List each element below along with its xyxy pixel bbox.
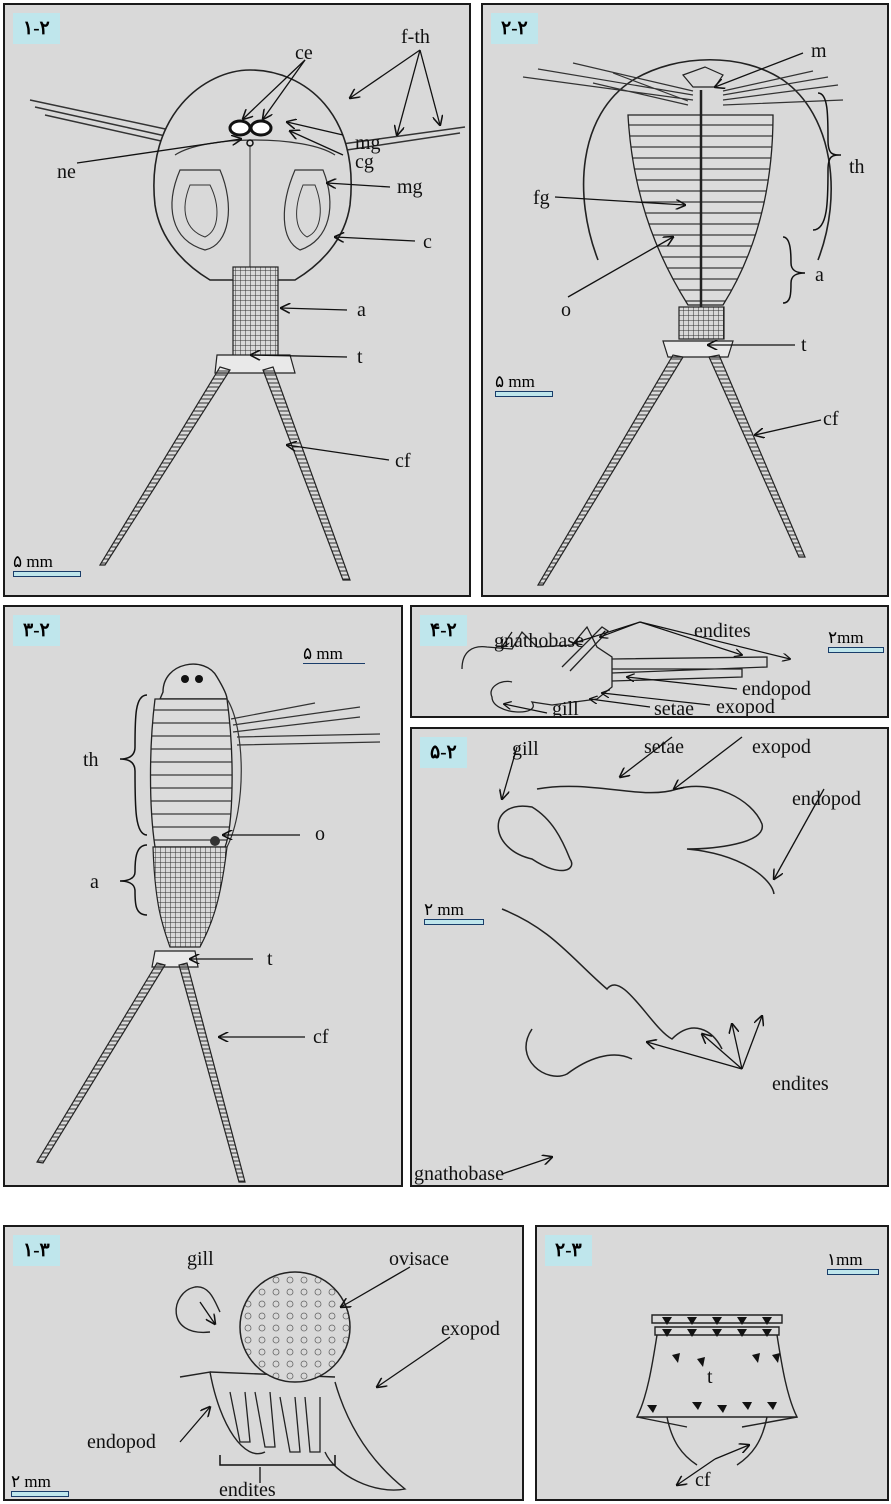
scale-bar: ۲ mm (11, 1473, 69, 1497)
label-fg: fg (533, 188, 550, 208)
label-c: c (423, 232, 432, 252)
scale-bar-line (495, 391, 553, 397)
label-exopod: exopod (716, 697, 775, 717)
label-ce: ce (295, 43, 313, 63)
label-endopod: endopod (87, 1432, 156, 1452)
scale-bar-line (11, 1491, 69, 1497)
scale-bar-label: ۵ mm (495, 373, 553, 390)
label-a: a (357, 300, 366, 320)
label-cf: cf (695, 1470, 711, 1490)
label-a: a (90, 872, 99, 892)
thoracopod-drawing (412, 607, 889, 718)
scale-bar-line (424, 919, 484, 925)
figure-panel-5-2: ۵-۲ gill setae exopod endopod endites gn… (410, 727, 889, 1187)
figure-panel-1-2: ۱-۲ (3, 3, 471, 597)
label-t: t (267, 949, 273, 969)
label-endites: endites (219, 1480, 276, 1500)
scale-bar-label: ۲ mm (11, 1473, 69, 1490)
label-exopod: exopod (752, 737, 811, 757)
label-mg-upper: mg (355, 133, 381, 153)
label-o: o (561, 300, 571, 320)
figure-panel-2-3: ۲-۳ t cf ۱mm (535, 1225, 889, 1501)
scale-bar-label: ۵ mm (13, 553, 81, 570)
scale-bar: ۵ mm (303, 645, 365, 664)
label-setae: setae (644, 737, 684, 757)
label-t: t (801, 335, 807, 355)
figure-panel-1-3: ۱-۳ gill ovisace exopod endopod (3, 1225, 524, 1501)
label-ovisace: ovisace (389, 1249, 449, 1269)
label-m: m (811, 41, 827, 61)
label-f-th: f-th (401, 27, 430, 47)
figure-panel-3-2: ۳-۲ (3, 605, 403, 1187)
label-endites: endites (694, 621, 751, 641)
label-a: a (815, 265, 824, 285)
scale-bar-label: ۵ mm (303, 645, 365, 662)
scale-bar-line (13, 571, 81, 577)
label-th: th (83, 750, 99, 770)
scale-bar: ۲ mm (424, 901, 484, 925)
label-th: th (849, 157, 865, 177)
label-mg-lower: mg (397, 177, 423, 197)
scale-bar-line (303, 663, 365, 664)
scale-bar-line (827, 1269, 879, 1275)
label-cf: cf (823, 409, 839, 429)
label-gill: gill (512, 739, 539, 759)
label-endites: endites (772, 1074, 829, 1094)
label-ne: ne (57, 162, 76, 182)
scale-bar: ۵ mm (13, 553, 81, 577)
label-exopod: exopod (441, 1319, 500, 1339)
label-t: t (357, 347, 363, 367)
label-cf: cf (313, 1027, 329, 1047)
label-gnathobase: gnathobase (414, 1164, 504, 1184)
scale-bar-line (828, 647, 884, 653)
label-o: o (315, 824, 325, 844)
scale-bar-label: ۲mm (828, 629, 884, 646)
scale-bar-label: ۱mm (827, 1251, 879, 1268)
figure-panel-2-2: ۲-۲ (481, 3, 889, 597)
scale-bar: ۱mm (827, 1251, 879, 1275)
scale-bar: ۲mm (828, 629, 884, 653)
scale-bar: ۵ mm (495, 373, 553, 397)
label-endopod: endopod (792, 789, 861, 809)
label-cg: cg (355, 152, 374, 172)
label-gnathobase: gnathobase (494, 631, 584, 651)
dorsal-view-drawing (5, 5, 471, 597)
scale-bar-label: ۲ mm (424, 901, 484, 918)
figure-panel-4-2: ۴-۲ gnathobase endites endopod exopod gi… (410, 605, 889, 718)
label-setae: setae (654, 699, 694, 718)
label-t: t (707, 1367, 713, 1387)
label-gill: gill (552, 699, 579, 718)
ventral-view-drawing (483, 5, 889, 597)
label-cf: cf (395, 451, 411, 471)
lateral-view-drawing (5, 607, 403, 1187)
label-gill: gill (187, 1249, 214, 1269)
